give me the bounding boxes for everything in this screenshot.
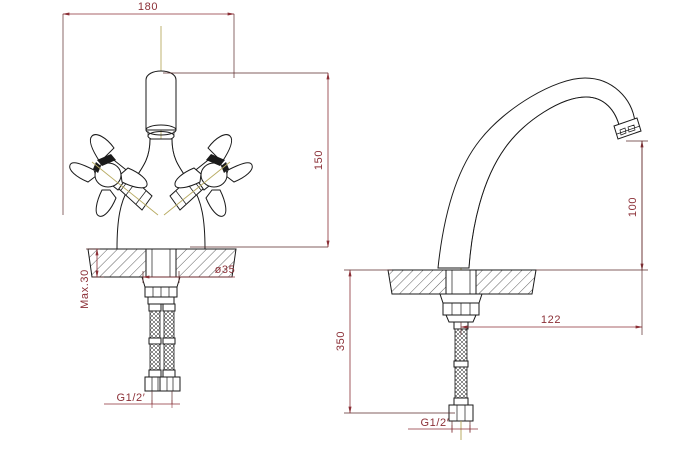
mounting-shank-right	[445, 269, 477, 295]
dimension-label-122: 122	[541, 314, 561, 326]
dimension-label-g12-left: G1/2′	[117, 392, 146, 404]
handle-left	[69, 134, 159, 217]
dimension-dia35: ø35	[142, 264, 236, 283]
lock-nut-assembly-right	[439, 293, 483, 323]
dimension-label-100: 100	[627, 197, 639, 217]
handle-axis-right	[163, 161, 231, 216]
dimension-122: 122	[460, 141, 643, 335]
faucet-cap	[145, 70, 177, 141]
dimension-label-350: 350	[335, 331, 347, 351]
dimension-max30: Max.30	[79, 248, 104, 309]
dimension-g12-left: G1/2′	[104, 391, 180, 408]
mounting-shank-left	[145, 248, 177, 279]
handle-axis-left	[91, 161, 159, 216]
dimension-g12-right: G1/2′	[408, 417, 478, 433]
dimension-label-dia35: ø35	[215, 264, 236, 276]
handle-right	[163, 134, 253, 217]
dimension-180: 180	[62, 1, 235, 215]
spout-aerator	[613, 117, 642, 140]
dimension-label-150: 150	[313, 150, 325, 170]
front-elevation-view: 180 150 Max.30 ø35	[62, 1, 330, 408]
cross-handle-left	[69, 134, 148, 217]
dimension-label-180: 180	[138, 1, 158, 13]
dimension-label-max30: Max.30	[79, 269, 91, 309]
dimension-150: 150	[163, 72, 330, 248]
side-elevation-view: 100 122 350 G1/2′	[335, 77, 648, 440]
dimension-350: 350	[335, 269, 455, 414]
lock-nut-assembly-left	[141, 276, 181, 305]
counter-top-section-left	[87, 248, 237, 278]
braided-hose-left-2	[159, 303, 181, 392]
counter-top-section-right	[387, 269, 537, 295]
dimension-label-g12-right: G1/2′	[421, 417, 450, 429]
